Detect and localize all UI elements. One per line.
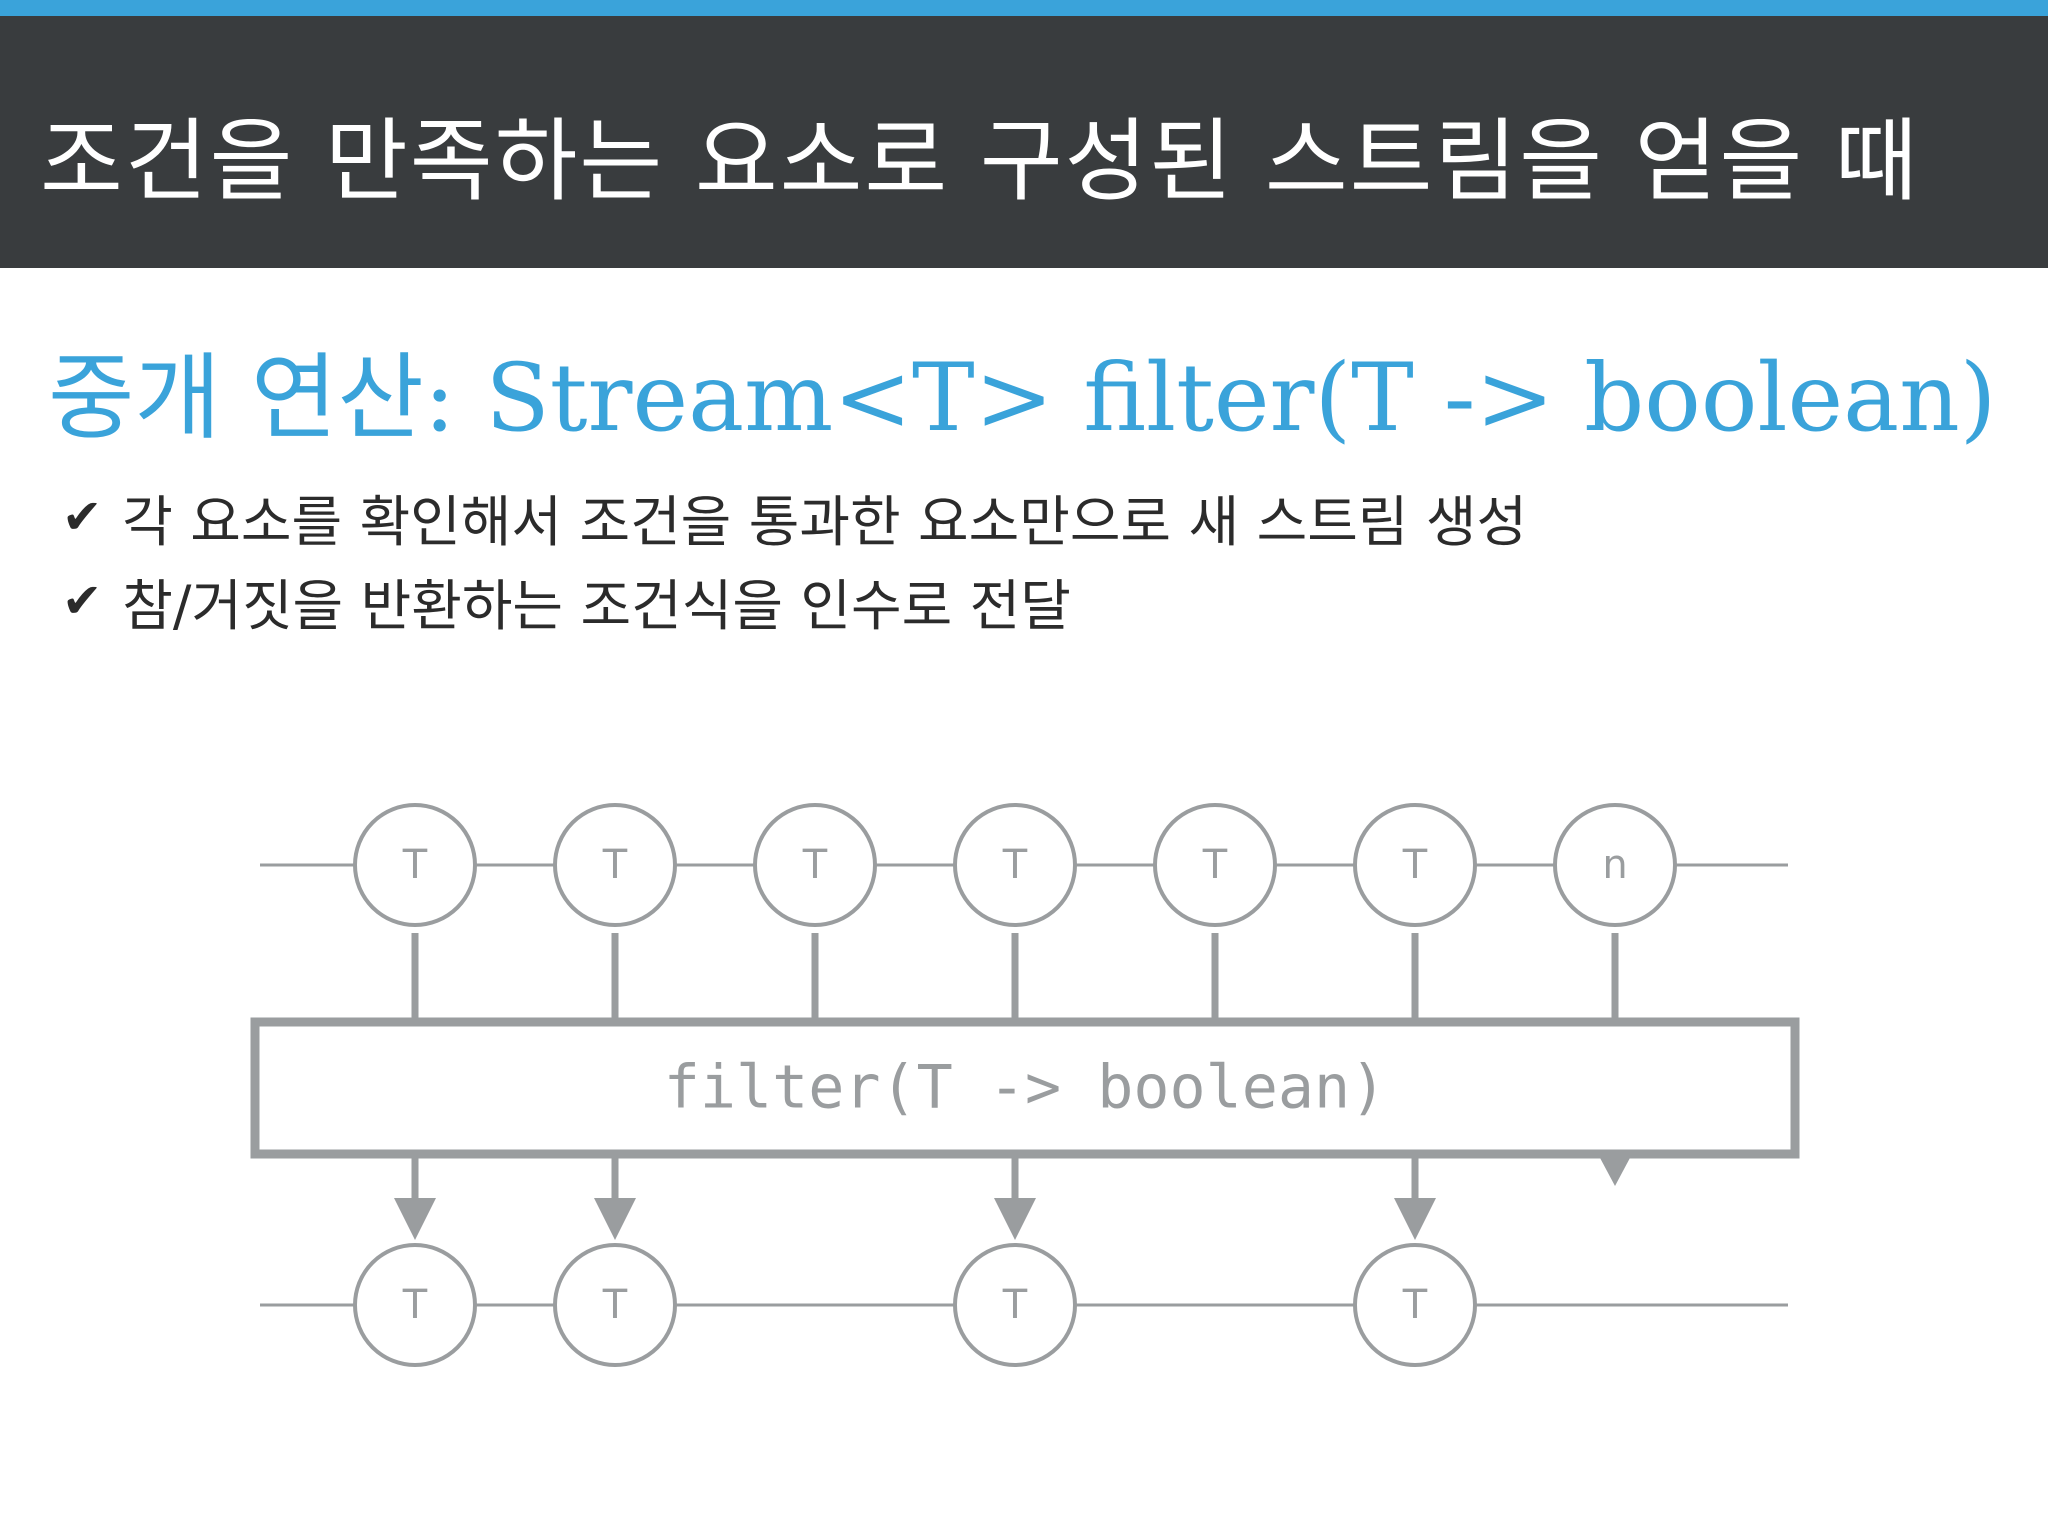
input-marble	[353, 803, 477, 927]
input-marble-label: T	[1402, 842, 1428, 888]
bullet-item: ✔ 각 요소를 확인해서 조건을 통과한 요소만으로 새 스트림 생성	[62, 475, 1527, 559]
pass-arrow-head	[1394, 1198, 1436, 1240]
input-marble-label: T	[602, 842, 628, 888]
output-marble-label: T	[602, 1282, 628, 1328]
pass-arrow-head	[994, 1198, 1036, 1240]
slide-subtitle: 중개 연산: Stream<T> filter(T -> boolean)	[48, 344, 1997, 453]
pass-arrow-head	[394, 1198, 436, 1240]
input-marble-label: T	[1002, 842, 1028, 888]
input-marble	[753, 803, 877, 927]
filter-operator-box	[250, 1017, 1800, 1159]
output-marble-label: T	[402, 1282, 428, 1328]
input-marble	[1153, 803, 1277, 927]
top-accent-bar	[0, 0, 2048, 16]
bullet-text: 각 요소를 확인해서 조건을 통과한 요소만으로 새 스트림 생성	[122, 490, 1528, 554]
bullet-list: ✔ 각 요소를 확인해서 조건을 통과한 요소만으로 새 스트림 생성 ✔ 참/…	[62, 475, 1527, 643]
input-marble	[1553, 803, 1677, 927]
completion-marker	[1599, 1156, 1631, 1186]
output-marble	[1353, 1243, 1477, 1367]
output-marble	[353, 1243, 477, 1367]
bullet-item: ✔ 참/거짓을 반환하는 조건식을 인수로 전달	[62, 559, 1527, 643]
check-icon: ✔	[62, 573, 103, 629]
output-marble-label: T	[1002, 1282, 1028, 1328]
bullet-text: 참/거짓을 반환하는 조건식을 인수로 전달	[122, 574, 1071, 638]
output-marble	[553, 1243, 677, 1367]
title-bar: 조건을 만족하는 요소로 구성된 스트림을 얻을 때	[0, 16, 2048, 268]
filter-operator-label: filter(T -> boolean)	[664, 1053, 1386, 1123]
slide-title: 조건을 만족하는 요소로 구성된 스트림을 얻을 때	[40, 109, 1920, 214]
input-marble-label: n	[1602, 842, 1627, 888]
pass-arrow-head	[594, 1198, 636, 1240]
input-marble-label: T	[1202, 842, 1228, 888]
input-marble-label: T	[402, 842, 428, 888]
input-marble-label: T	[802, 842, 828, 888]
output-marble	[953, 1243, 1077, 1367]
check-icon: ✔	[62, 489, 103, 545]
input-marble	[1353, 803, 1477, 927]
input-marble	[553, 803, 677, 927]
output-marble-label: T	[1402, 1282, 1428, 1328]
input-marble	[953, 803, 1077, 927]
